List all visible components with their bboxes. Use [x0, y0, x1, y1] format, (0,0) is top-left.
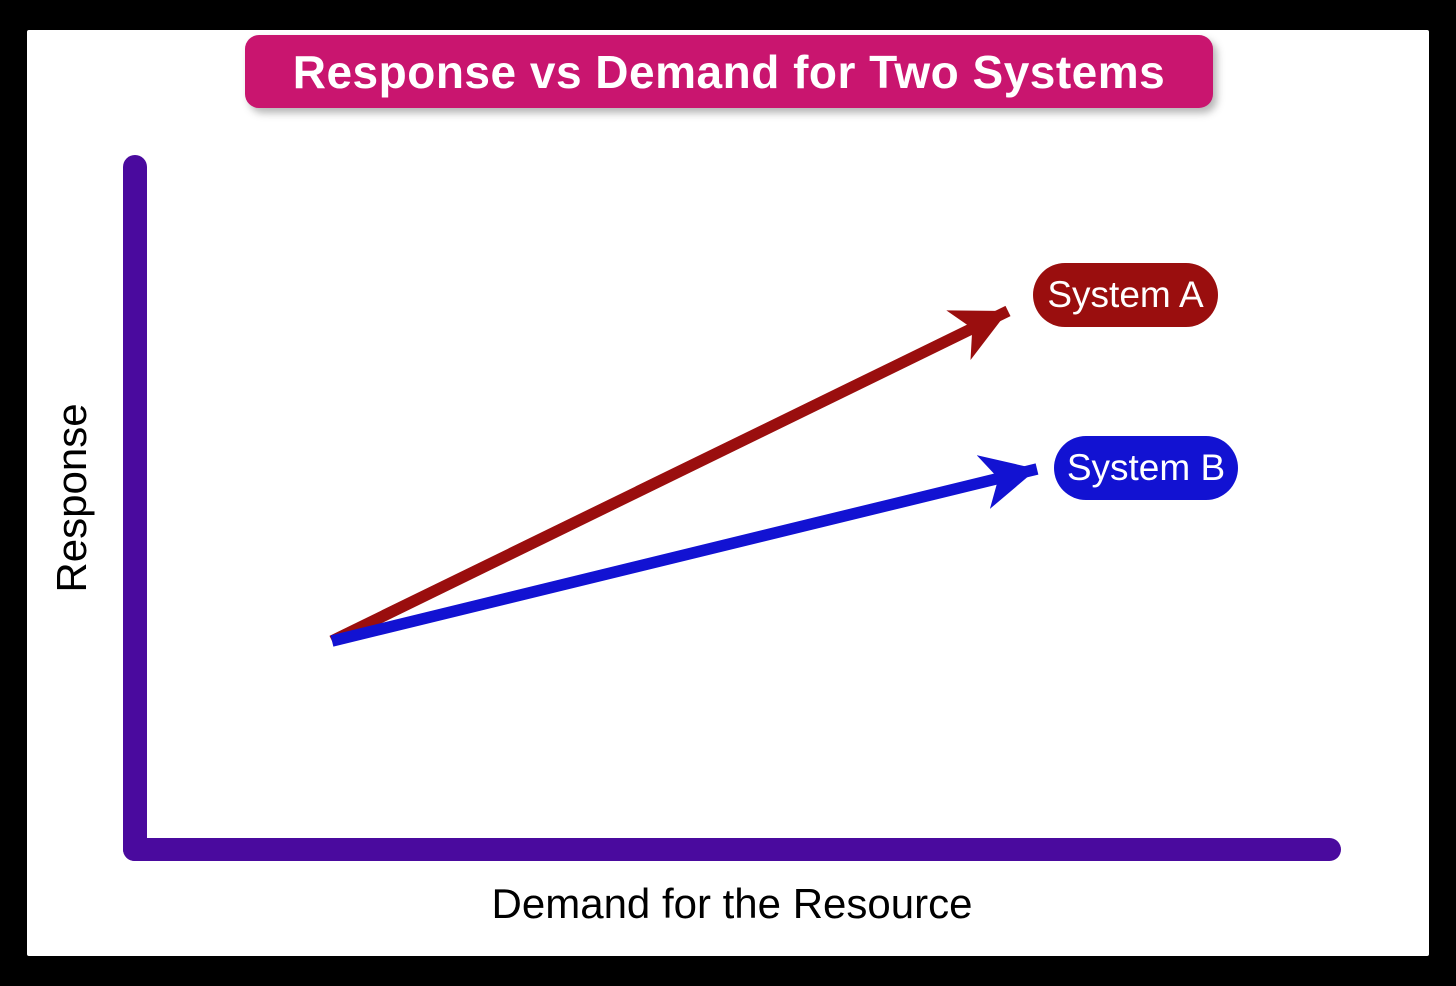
system-b-label-pill: System B: [1054, 436, 1238, 500]
chart-title: Response vs Demand for Two Systems: [292, 45, 1166, 98]
y-axis-line: [123, 155, 147, 861]
y-axis-label: Response: [48, 403, 95, 593]
x-axis-line: [123, 838, 1341, 861]
system-a-label: System A: [1047, 274, 1204, 315]
chart-title-banner: Response vs Demand for Two Systems: [245, 35, 1213, 108]
x-axis-label: Demand for the Resource: [491, 880, 973, 927]
system-a-label-pill: System A: [1033, 263, 1218, 327]
system-b-label: System B: [1066, 447, 1226, 488]
